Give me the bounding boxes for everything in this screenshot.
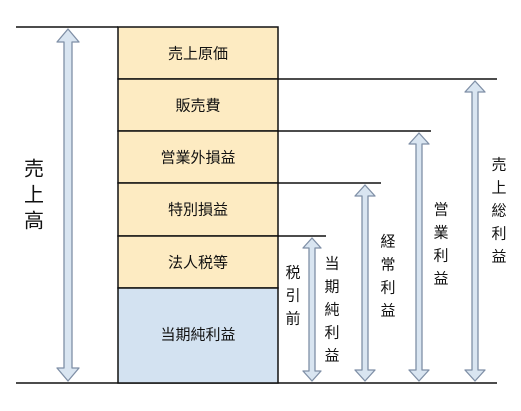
box-corporate-tax: 法人税等 bbox=[117, 235, 279, 289]
gross-profit-label-char: 上 bbox=[491, 179, 506, 197]
operating-income-label: 営 業 利 益 bbox=[433, 201, 448, 288]
box-selling-expenses: 販売費 bbox=[117, 78, 279, 132]
ordinary-income-label-char: 経 bbox=[380, 233, 395, 251]
pretax-label-char: 前 bbox=[285, 310, 300, 328]
ordinary-income-arrow bbox=[354, 184, 376, 382]
net-income-label-char: 益 bbox=[324, 347, 339, 365]
box-extraordinary-rect bbox=[117, 182, 279, 237]
box-extraordinary: 特別損益 bbox=[117, 182, 279, 237]
operating-income-label-char: 益 bbox=[433, 270, 448, 288]
gross-profit-label-char: 利 bbox=[491, 225, 506, 243]
operating-income-label-char: 業 bbox=[433, 224, 448, 242]
box-cost-of-sales-label: 売上原価 bbox=[168, 45, 228, 63]
box-non-operating: 営業外損益 bbox=[117, 130, 279, 184]
ordinary-income-label: 経 常 利 益 bbox=[380, 233, 395, 320]
gross-profit-arrow bbox=[464, 80, 486, 382]
net-income-label-char: 期 bbox=[324, 278, 339, 296]
box-corporate-tax-label: 法人税等 bbox=[168, 254, 228, 272]
gross-profit-label-char: 益 bbox=[491, 248, 506, 266]
pretax-label-char: 税 bbox=[285, 264, 300, 282]
box-selling-expenses-label: 販売費 bbox=[175, 97, 220, 115]
arrows bbox=[56, 28, 486, 382]
gross-profit-label-char: 売 bbox=[491, 156, 506, 174]
ordinary-income-label-char: 利 bbox=[380, 279, 395, 297]
sales-label-char: 高 bbox=[24, 209, 44, 233]
box-non-operating-label: 営業外損益 bbox=[160, 149, 235, 167]
net-income-label-char: 純 bbox=[324, 301, 339, 319]
box-non-operating-rect bbox=[117, 130, 279, 184]
sales-label-char: 上 bbox=[24, 183, 44, 207]
stack-boxes: 売上原価 販売費 営業外損益 特別損益 法人税等 当期純利益 bbox=[117, 26, 279, 384]
pretax-label: 税 引 前 bbox=[285, 264, 300, 328]
net-income-label-char: 利 bbox=[324, 324, 339, 342]
box-corporate-tax-rect bbox=[117, 235, 279, 289]
operating-income-label-char: 営 bbox=[433, 201, 448, 219]
pretax-label-char: 引 bbox=[285, 287, 300, 305]
net-income-label: 当 期 純 利 益 bbox=[324, 255, 339, 365]
box-net-income-label: 当期純利益 bbox=[160, 326, 235, 344]
ordinary-income-label-char: 益 bbox=[380, 302, 395, 320]
operating-income-label-char: 利 bbox=[433, 247, 448, 265]
net-income-label-char: 当 bbox=[324, 255, 339, 273]
box-selling-expenses-rect bbox=[117, 78, 279, 132]
sales-label-char: 売 bbox=[24, 157, 44, 181]
guide-lines bbox=[16, 26, 497, 384]
box-net-income: 当期純利益 bbox=[117, 287, 279, 384]
operating-income-arrow bbox=[408, 132, 430, 382]
box-net-income-rect bbox=[117, 287, 279, 384]
pretax-arrow bbox=[302, 237, 322, 382]
gross-profit-label-char: 総 bbox=[491, 202, 506, 220]
box-extraordinary-label: 特別損益 bbox=[168, 201, 228, 219]
gross-profit-label: 売 上 総 利 益 bbox=[491, 156, 506, 266]
sales-label: 売 上 高 bbox=[24, 157, 44, 233]
sales-arrow bbox=[56, 28, 80, 382]
box-cost-of-sales: 売上原価 bbox=[117, 26, 279, 80]
ordinary-income-label-char: 常 bbox=[380, 256, 395, 274]
